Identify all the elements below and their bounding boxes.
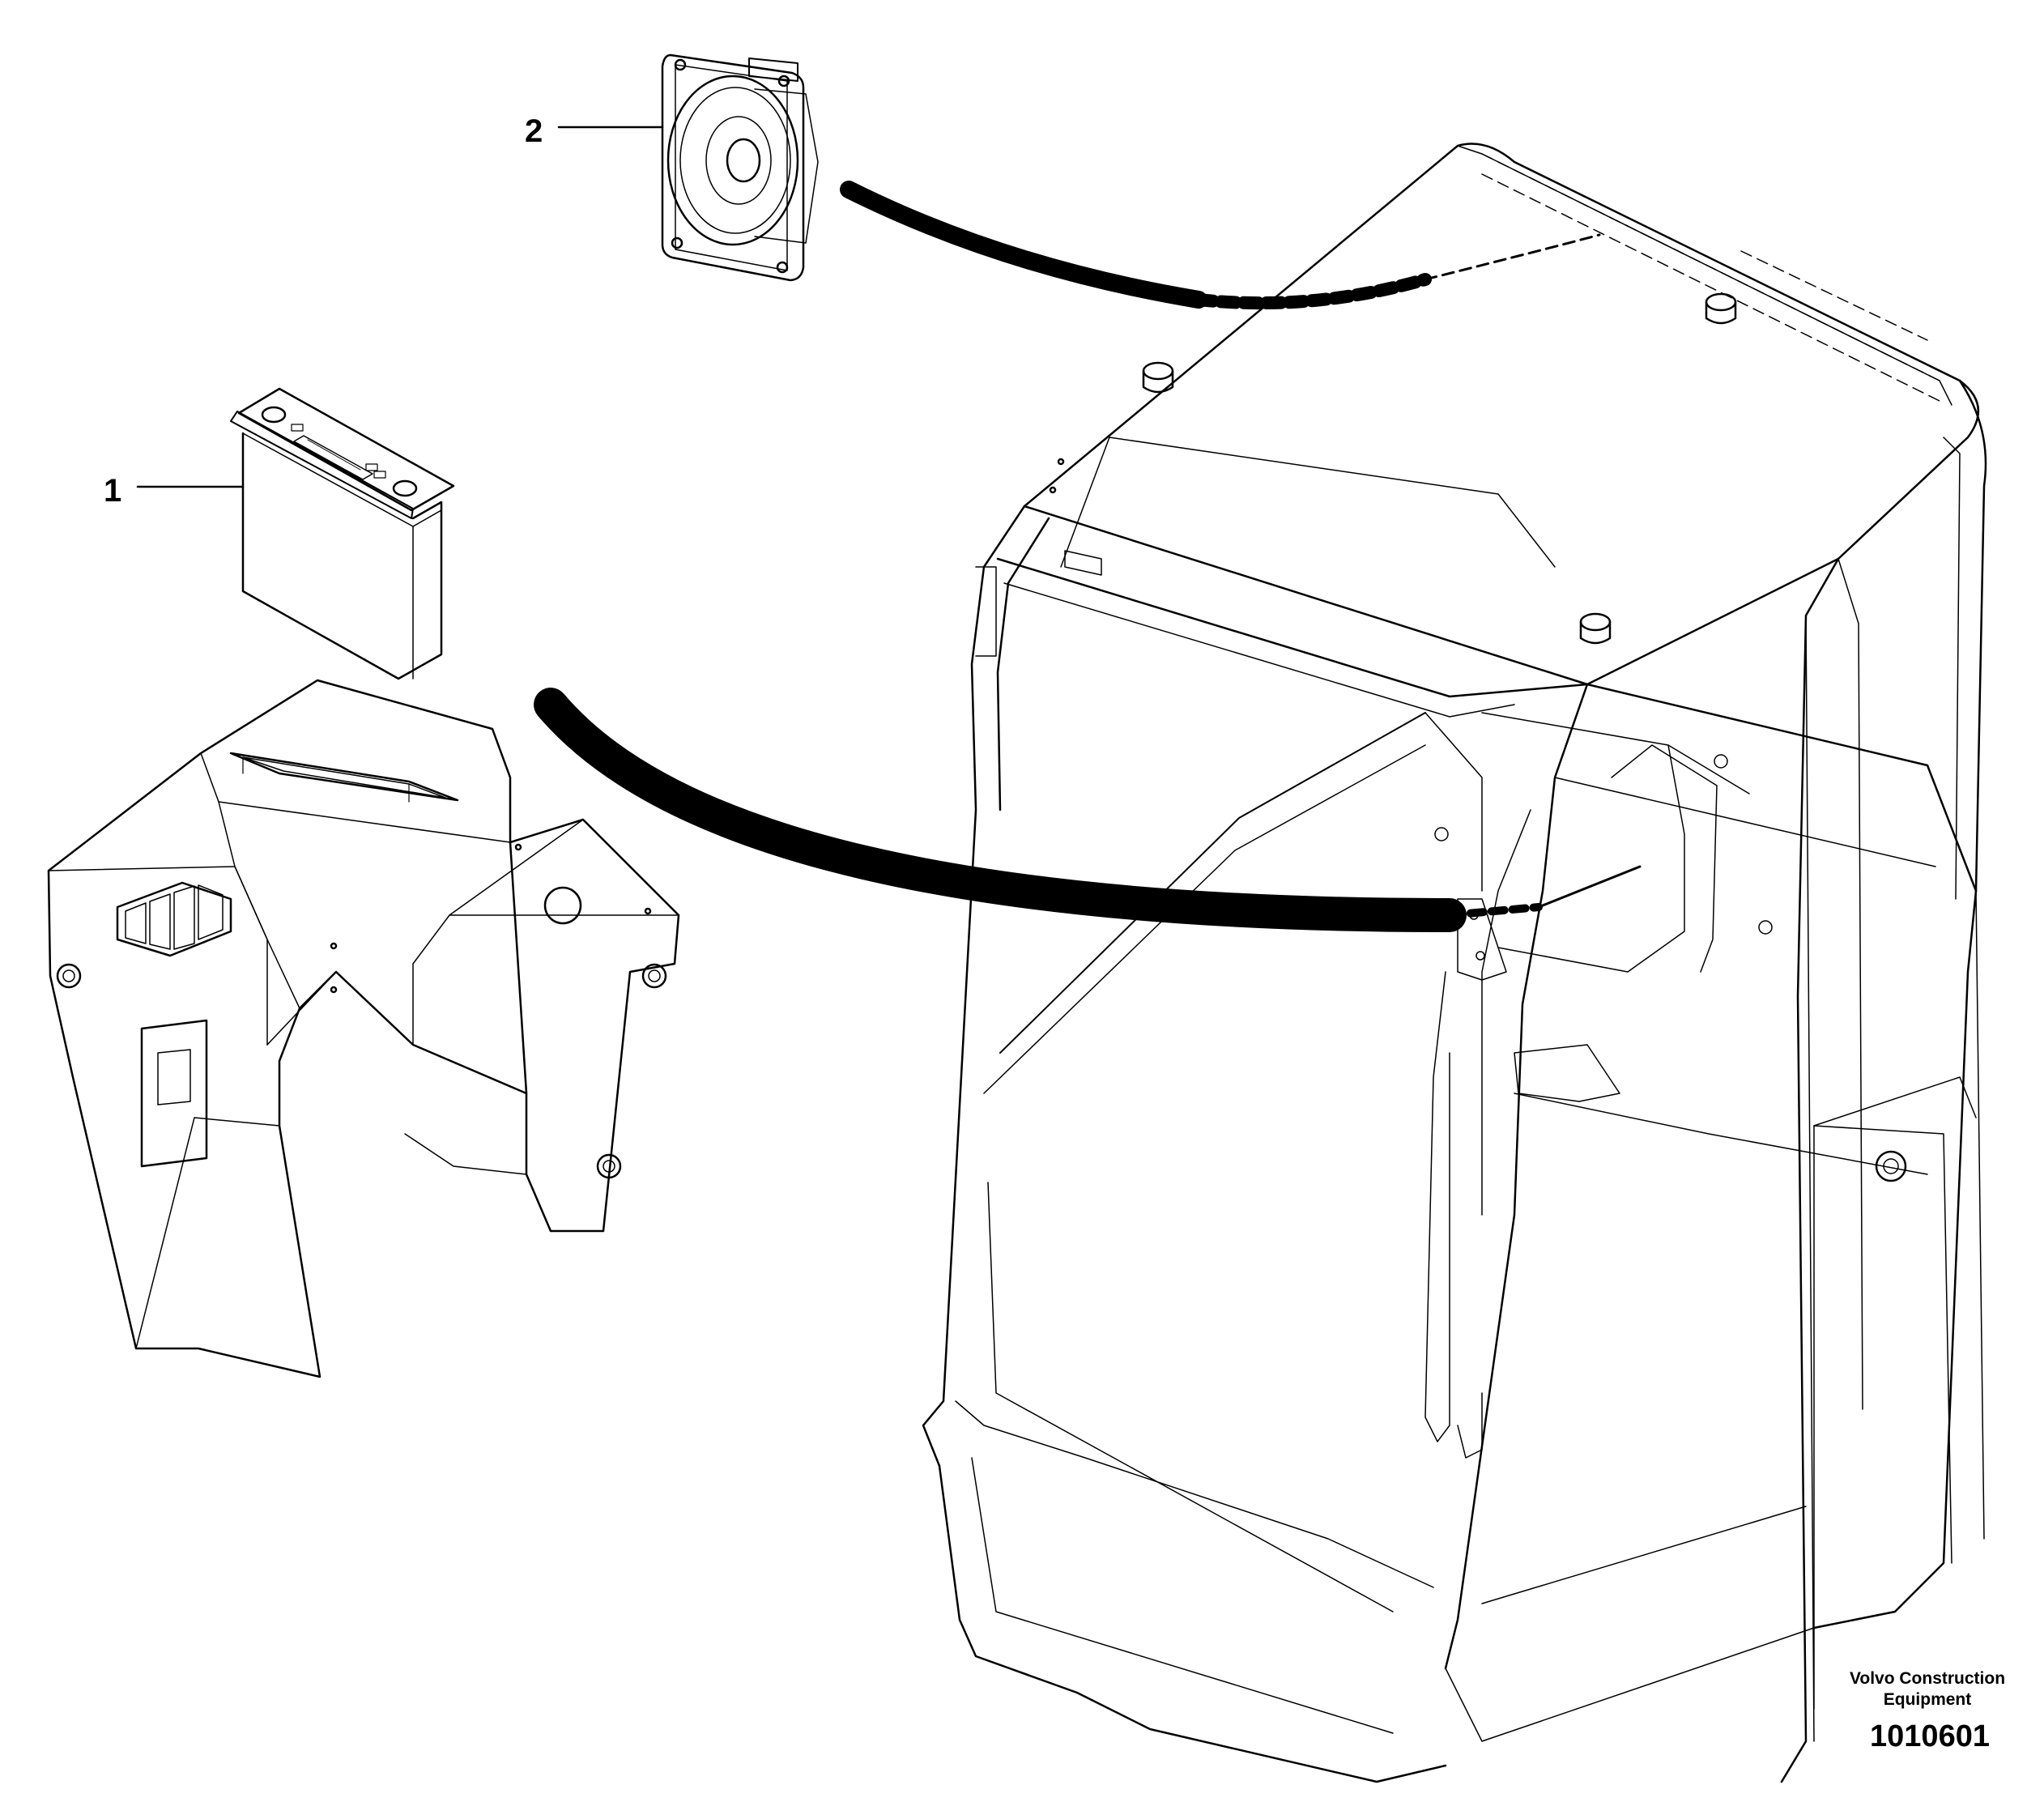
callout-speaker: 2 (525, 113, 543, 149)
console-part (47, 679, 680, 1378)
radio-install-arrow (534, 688, 1467, 932)
manufacturer-credit: Volvo Construction Equipment (1802, 1668, 2044, 1710)
radio-part (230, 387, 455, 680)
callout-radio: 1 (104, 473, 122, 509)
speaker-install-arrow-hidden (1192, 273, 1432, 310)
manufacturer-line-1: Volvo Construction (1849, 1669, 2006, 1688)
manufacturer-line-2: Equipment (1883, 1690, 1972, 1709)
figure-number: 1010601 (1870, 1719, 1990, 1753)
cab-frame-part (922, 143, 1987, 1783)
speaker-install-arrow (840, 181, 1207, 309)
speaker-part (661, 53, 819, 282)
